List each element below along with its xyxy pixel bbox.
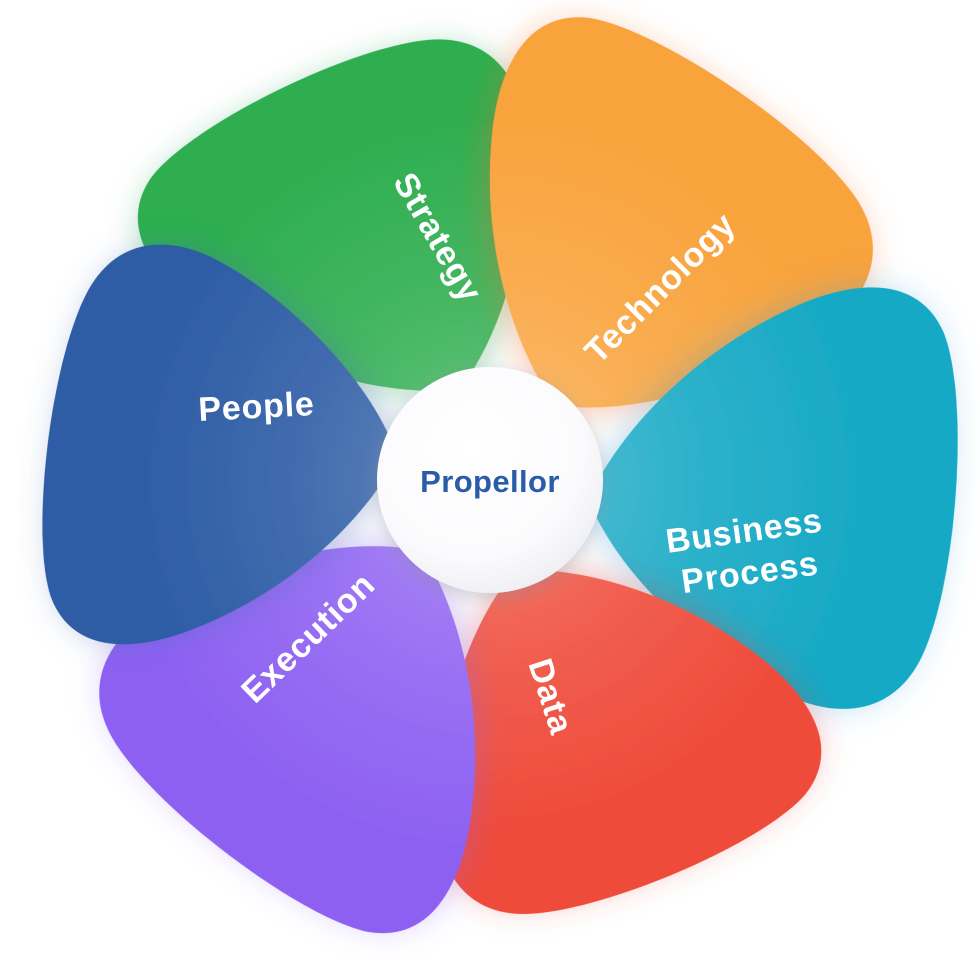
center-hub-label: Propellor: [420, 464, 560, 499]
center-hub: [377, 367, 603, 593]
petal-people-label: People: [197, 385, 315, 429]
